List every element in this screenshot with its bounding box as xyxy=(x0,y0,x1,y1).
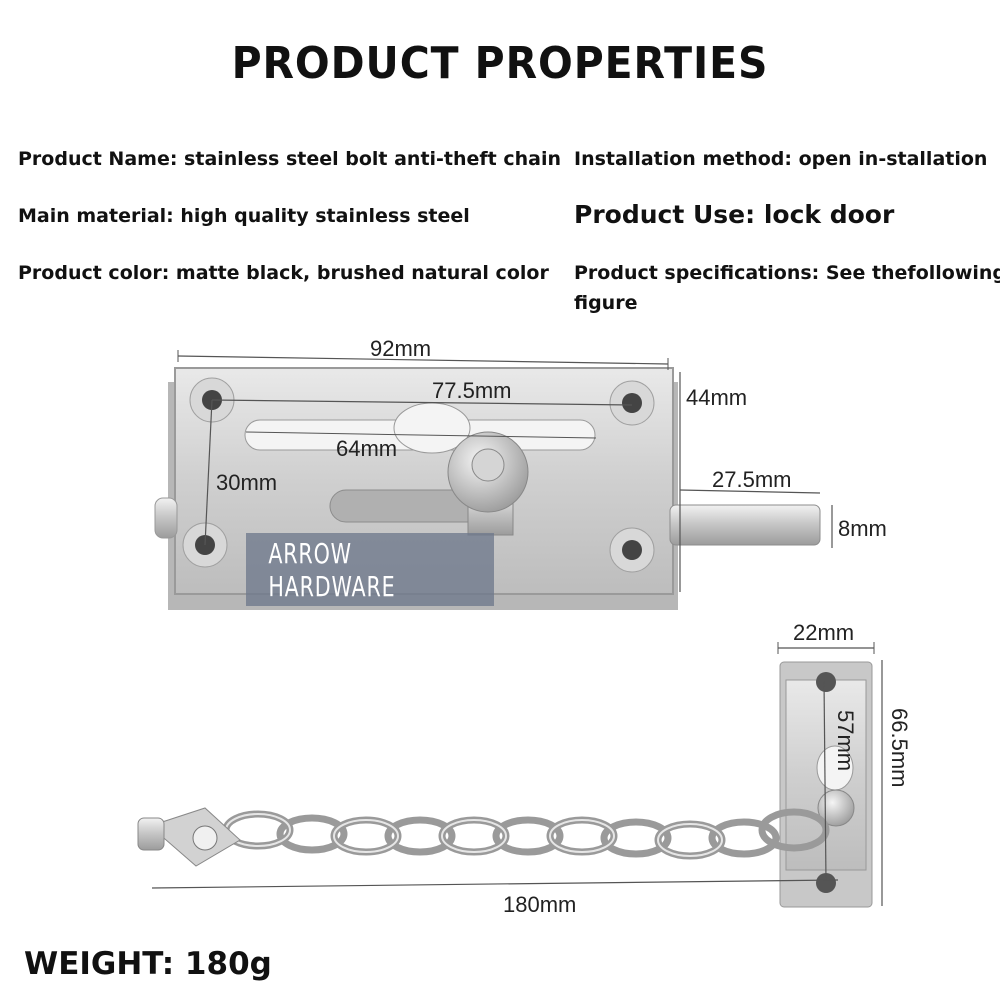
dim-line-92 xyxy=(177,355,669,365)
chain-guard xyxy=(137,642,883,908)
dim-line-57 xyxy=(823,679,827,883)
product-color: Product color: matte black, brushed natu… xyxy=(18,262,549,284)
chain-highlights xyxy=(225,813,723,857)
dim-line-27 xyxy=(679,489,821,494)
dim-line-77 xyxy=(211,399,633,406)
product-specifications: Product specifications: See thefollowing xyxy=(574,262,1000,284)
dim-bolt-diameter: 8mm xyxy=(838,516,887,541)
dim-bolt-extension: 27.5mm xyxy=(712,467,792,492)
installation-method: Installation method: open in-stallation xyxy=(574,148,988,170)
dim-plate-height: 66.5mm xyxy=(887,708,912,788)
page-title: PRODUCT PROPERTIES xyxy=(231,38,769,89)
bolt-rod xyxy=(669,504,821,546)
bolt-latch xyxy=(154,350,833,610)
chain-links xyxy=(222,808,830,860)
dim-plate-width: 22mm xyxy=(793,620,855,645)
dim-hole-spacing: 77.5mm xyxy=(432,378,512,403)
dim-inner-height: 57mm xyxy=(833,710,858,772)
chain-plate-hole xyxy=(816,873,836,893)
watermark-text: ARROW HARDWARE xyxy=(268,536,396,603)
dim-line-64 xyxy=(245,431,597,439)
chain-end-rivet xyxy=(192,825,218,851)
product-use: Product Use: lock door xyxy=(574,200,895,229)
dim-chain-length: 180mm xyxy=(503,892,577,917)
watermark-logo: ARROW HARDWARE xyxy=(246,533,494,606)
product-specifications-cont: figure xyxy=(574,292,638,314)
dim-line-30 xyxy=(204,399,213,546)
dim-vertical-holes: 30mm xyxy=(216,470,278,495)
chain-end-knob xyxy=(137,817,165,851)
dim-height: 44mm xyxy=(686,385,748,410)
product-name: Product Name: stainless steel bolt anti-… xyxy=(18,148,562,170)
dim-line-180 xyxy=(151,879,839,889)
main-material: Main material: high quality stainless st… xyxy=(18,205,470,227)
left-pin xyxy=(154,497,178,539)
dim-slot: 64mm xyxy=(336,436,398,461)
chain-post xyxy=(817,789,855,827)
dim-length: 92mm xyxy=(370,336,432,361)
chain-plate-hole xyxy=(816,672,836,692)
knob-cap xyxy=(471,448,505,482)
product-weight: WEIGHT: 180g xyxy=(24,946,272,982)
